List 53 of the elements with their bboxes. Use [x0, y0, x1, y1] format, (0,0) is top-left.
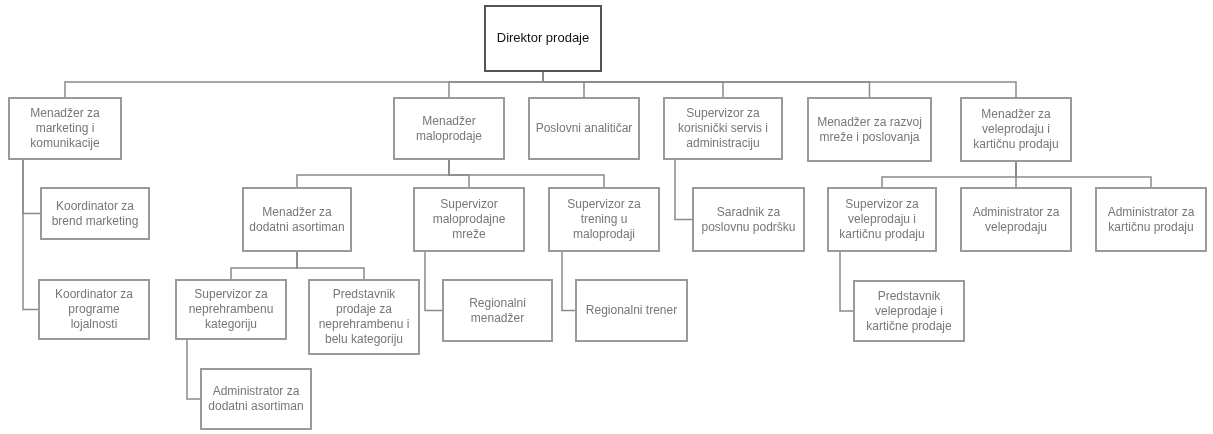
position-box [1095, 187, 1207, 252]
position-title: Menadžer za marketing i komunikacije [29, 106, 101, 151]
position-title: Menadžer za dodatni asortiman [249, 204, 345, 235]
position-title: Koordinator za programe lojalnosti [53, 287, 134, 332]
position-title: Regionalni menadžer [468, 295, 527, 326]
connector-line [674, 159, 693, 221]
position-title: Menadžer za razvoj mreže i poslovanja [816, 114, 923, 145]
position-box [175, 279, 287, 340]
position-box [242, 187, 352, 252]
position-title: Menadžer za veleprodaju i kartičnu prodaju [972, 107, 1060, 152]
position-box [960, 187, 1072, 252]
position-title: Administrator za dodatni asortiman [207, 384, 305, 414]
position-box [200, 368, 312, 430]
position-box [575, 279, 688, 342]
position-box [484, 5, 602, 72]
position-title: Administrator za veleprodaju [971, 204, 1061, 235]
connector-line [839, 251, 854, 312]
connector-line [448, 159, 605, 188]
position-title: Supervizor za neprehrambenu kategoriju [187, 287, 275, 332]
position-title: Menadžer maloprodaje [414, 113, 483, 144]
position-box [853, 280, 965, 342]
position-title: Saradnik za poslovnu podršku [700, 204, 797, 235]
position-title: Poslovni analitičar [535, 121, 633, 136]
position-title: Supervizor za korisnički servis i administraciju [677, 106, 769, 151]
connector-line [424, 251, 443, 312]
position-title: Supervizor za trening u maloprodaji [566, 197, 642, 242]
connector-line [1015, 161, 1152, 188]
position-box [308, 279, 420, 355]
connector-line [296, 251, 365, 280]
position-title: Administrator za kartičnu prodaju [1106, 204, 1196, 235]
position-box [663, 97, 783, 160]
position-box [442, 279, 553, 342]
connector-line [22, 159, 39, 311]
position-box [393, 97, 505, 160]
position-box [528, 97, 640, 160]
connector-line [561, 251, 576, 312]
position-title: Supervizor maloprodajne mreže [431, 197, 507, 242]
position-box [807, 97, 932, 162]
position-title: Supervizor za veleprodaju i kartičnu prodaju [838, 197, 926, 242]
position-box [827, 187, 937, 252]
position-title: Koordinator za brend marketing [50, 198, 140, 229]
position-box [413, 187, 525, 252]
position-box [548, 187, 660, 252]
position-box [960, 97, 1072, 162]
position-title: Predstavnik prodaje za neprehrambenu i belu kategoriju [317, 287, 411, 347]
position-box [40, 187, 150, 240]
position-box [8, 97, 122, 160]
position-title: Regionalni trener [585, 303, 678, 318]
position-title: Predstavnik veleprodaje i kartične prodaje [865, 288, 953, 334]
connector-line [186, 339, 201, 400]
position-title: Direktor prodaje [496, 30, 590, 47]
position-box [38, 279, 150, 340]
position-box [692, 187, 805, 252]
